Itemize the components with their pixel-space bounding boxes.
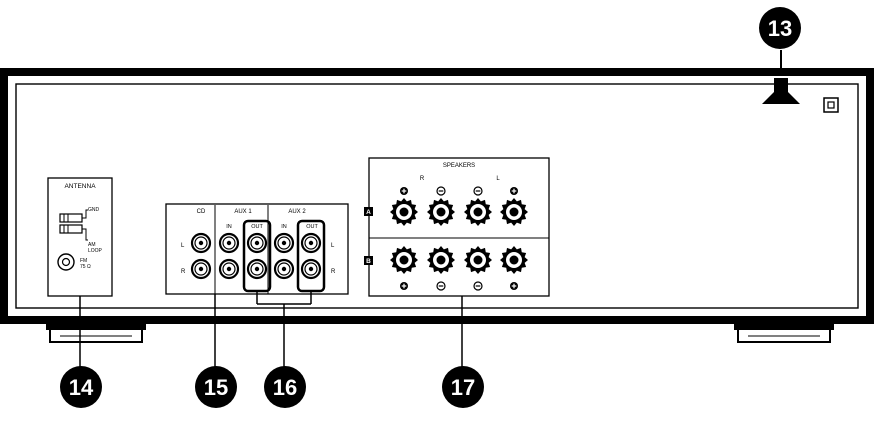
callout-16-number: 16 [273, 375, 297, 400]
speaker-b-badge: B [364, 256, 373, 265]
rca-jack-aux2-in-l[interactable] [273, 232, 295, 254]
minus-polarity-icon [436, 186, 446, 196]
speakers-panel: SPEAKERS R L A B [364, 157, 550, 297]
speakers-title: SPEAKERS [443, 163, 475, 169]
callout-14: 14 [60, 366, 102, 408]
rca-jack-aux2-out-r[interactable] [300, 258, 322, 280]
speaker-a-badge: A [364, 207, 373, 216]
rca-jack-aux1-in-l[interactable] [218, 232, 240, 254]
power-cord-outlet [762, 50, 800, 104]
speaker-terminal-b-l-plus[interactable] [500, 246, 528, 274]
right-foot [734, 319, 834, 343]
fm-antenna-jack[interactable] [57, 253, 75, 271]
antenna-fm-impedance: 75 Ω [80, 264, 91, 270]
rca-jack-cd-l[interactable] [190, 232, 212, 254]
antenna-am-label: AM [88, 242, 96, 248]
speaker-terminal-b-r-minus[interactable] [427, 246, 455, 274]
antenna-panel: ANTENNA GND AM LOOP FM 75 Ω [47, 177, 113, 297]
aux2-in-label: IN [281, 224, 287, 230]
speakers-l-label: L [496, 176, 500, 182]
leader-lines [79, 294, 463, 372]
antenna-loop-label: LOOP [88, 248, 103, 254]
speaker-terminal-a-r-plus[interactable] [390, 198, 418, 226]
rca-jack-aux2-in-r[interactable] [273, 258, 295, 280]
callout-13: 13 [759, 7, 801, 49]
speaker-terminal-a-l-plus[interactable] [500, 198, 528, 226]
rca-jack-cd-r[interactable] [190, 258, 212, 280]
minus-polarity-icon [436, 281, 446, 291]
cd-label: CD [197, 209, 206, 215]
speaker-terminal-b-r-plus[interactable] [390, 246, 418, 274]
callout-15: 15 [195, 366, 237, 408]
rca-jack-aux2-out-l[interactable] [300, 232, 322, 254]
aux1-out-label: OUT [251, 224, 263, 230]
minus-polarity-icon [473, 186, 483, 196]
callout-15-number: 15 [204, 375, 228, 400]
plus-polarity-icon [510, 187, 518, 195]
speakers-r-label: R [420, 176, 425, 182]
plus-polarity-icon [400, 187, 408, 195]
aux2-out-label: OUT [306, 224, 318, 230]
minus-polarity-icon [473, 281, 483, 291]
rca-jack-aux1-in-r[interactable] [218, 258, 240, 280]
class-ii-double-square-icon [823, 97, 839, 113]
speaker-a-label: A [366, 209, 371, 216]
cd-right-label: R [181, 269, 186, 275]
callout-16: 16 [264, 366, 306, 408]
antenna-title: ANTENNA [64, 183, 96, 190]
callout-14-number: 14 [69, 375, 94, 400]
am-loop-terminal[interactable] [59, 209, 88, 241]
plus-polarity-icon [510, 282, 518, 290]
aux2-label: AUX 2 [288, 209, 306, 215]
rca-jack-aux1-out-l[interactable] [246, 232, 268, 254]
aux1-in-label: IN [226, 224, 232, 230]
aux1-label: AUX 1 [234, 209, 252, 215]
input-panel: CD AUX 1 AUX 2 L R IN OUT IN OUT L R [165, 203, 349, 295]
antenna-fm-label: FM [80, 258, 87, 264]
plus-polarity-icon [400, 282, 408, 290]
speaker-terminal-a-l-minus[interactable] [464, 198, 492, 226]
aux-out-bracket [256, 291, 312, 372]
speaker-b-label: B [366, 258, 371, 265]
callout-17: 17 [442, 366, 484, 408]
callout-13-number: 13 [768, 16, 792, 41]
speaker-terminal-b-l-minus[interactable] [464, 246, 492, 274]
antenna-gnd-label: GND [88, 207, 100, 213]
aux2-right-label: R [331, 269, 336, 275]
cd-left-label: L [181, 243, 185, 249]
aux2-left-label: L [331, 243, 335, 249]
left-foot [46, 319, 146, 343]
rca-jack-aux1-out-r[interactable] [246, 258, 268, 280]
speaker-terminal-a-r-minus[interactable] [427, 198, 455, 226]
callout-17-number: 17 [451, 375, 475, 400]
